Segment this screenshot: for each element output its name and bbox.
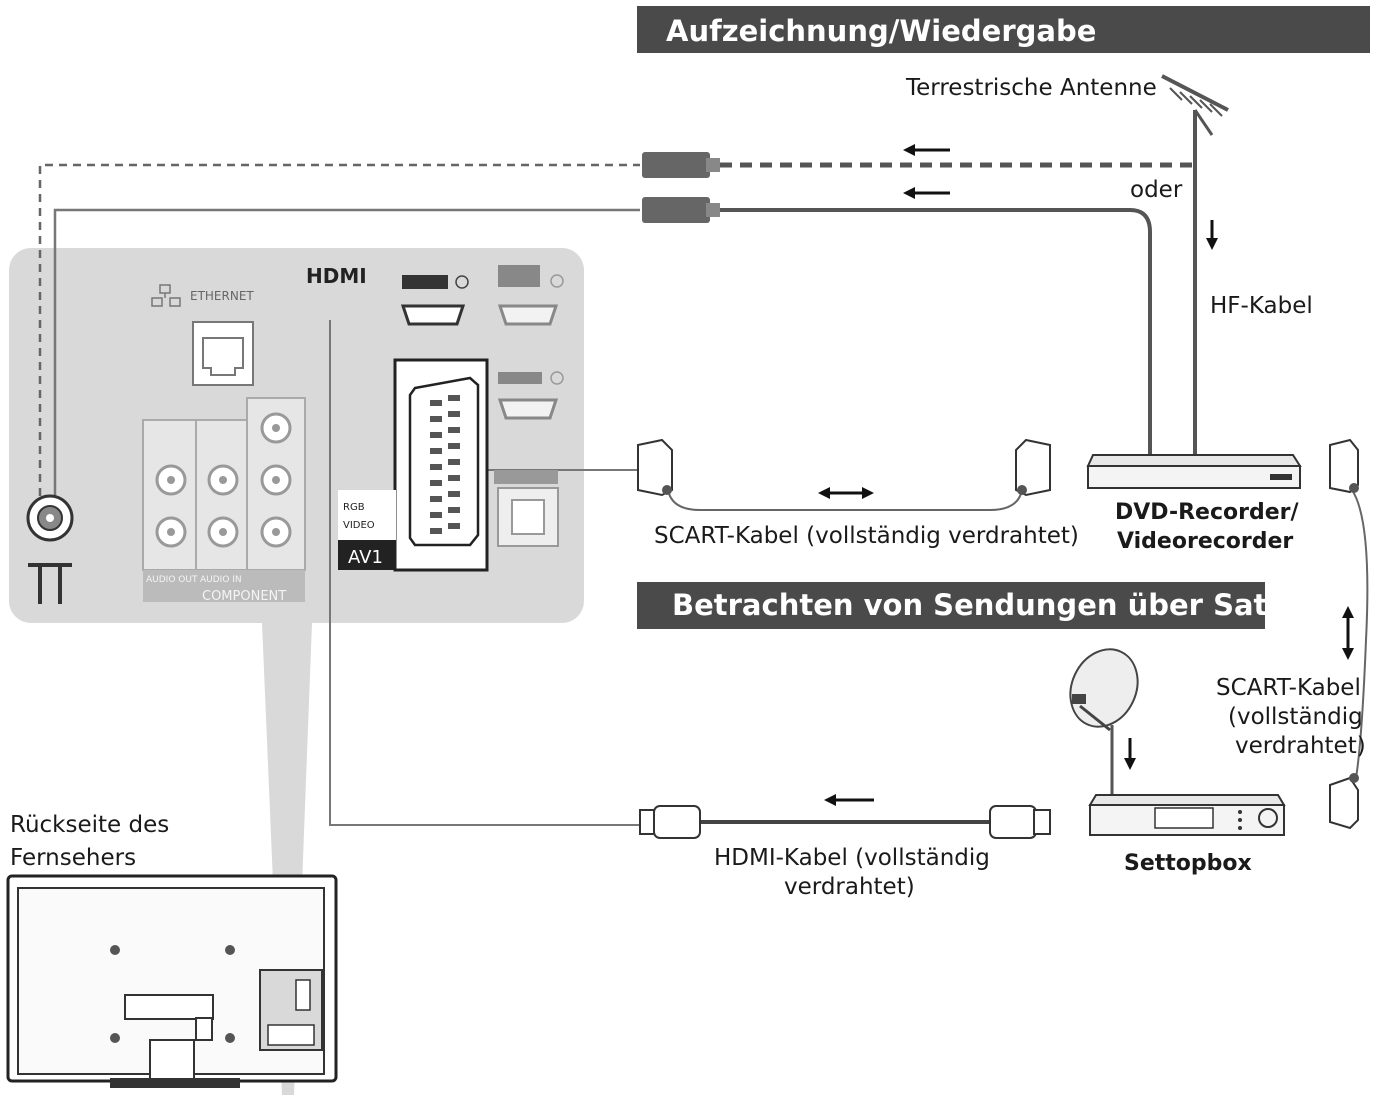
tv-back-label-2: Fernsehers: [10, 845, 136, 871]
hdmi-cable-label-1: HDMI-Kabel (vollständig: [714, 845, 990, 871]
ethernet-icon: [151, 284, 181, 307]
arrow-left-icon: [824, 794, 874, 806]
terrestrial-antenna-icon: [1161, 74, 1229, 455]
scart-pins: [430, 395, 460, 534]
scart-side-label-1: SCART-Kabel: [1216, 675, 1361, 701]
header-recording: Aufzeichnung/Wiedergabe: [637, 6, 1370, 53]
recorder-label-line2: Videorecorder: [1117, 529, 1293, 554]
rf-plug-bottom: [642, 197, 720, 223]
component-label: COMPONENT: [202, 589, 286, 604]
tv-rear-icon: [6, 874, 338, 1088]
satellite-dish-icon: [1069, 648, 1139, 795]
rf-cable-label: HF-Kabel: [1210, 293, 1313, 319]
scart-plug-side-top: [1329, 438, 1359, 494]
header-satellite: Betrachten von Sendungen über Satellit: [637, 582, 1331, 629]
settopbox-label: Settopbox: [1124, 851, 1252, 876]
antenna-symbol-icon: [28, 563, 72, 604]
scart-plug-left: [637, 438, 673, 497]
header-recording-text: Aufzeichnung/Wiedergabe: [666, 14, 1096, 48]
antenna-cable-dashed: [38, 163, 640, 510]
arrow-left-icon: [903, 187, 950, 199]
scart-cable-side: [1351, 489, 1369, 779]
scart-side-label-2: (vollständig: [1228, 704, 1363, 730]
ethernet-label: ETHERNET: [190, 289, 254, 303]
hdmi-cable-label-2: verdrahtet): [784, 874, 915, 900]
zoom-beam: [262, 623, 312, 1095]
scart-side-label-3: verdrahtet): [1235, 733, 1366, 759]
rca-jacks: [155, 412, 292, 548]
scart-cable-label: SCART-Kabel (vollständig verdrahtet): [654, 523, 1079, 549]
optical-audio-port: [494, 470, 559, 547]
header-satellite-text: Betrachten von Sendungen über Satellit: [672, 588, 1331, 622]
rgb-label: RGB: [343, 502, 365, 513]
rf-plug-top: [642, 152, 720, 178]
video-label: VIDEO: [343, 520, 375, 531]
ethernet-port: [192, 321, 254, 386]
scart-cable: [667, 489, 1023, 511]
arrow-down-icon: [1206, 220, 1218, 250]
rf-cable-tv: [53, 208, 640, 510]
hdmi-logo: HDMI: [306, 264, 367, 288]
tv-back-label-1: Rückseite des: [10, 812, 169, 838]
hdmi-plug-right: [989, 805, 1051, 839]
settopbox-icon: [1088, 794, 1286, 836]
audio-in-label: AUDIO IN: [200, 575, 242, 585]
hdmi-port-2: [497, 265, 564, 326]
scart-plug-right: [1015, 438, 1051, 497]
arrow-vertical-bidirectional-icon: [1342, 606, 1354, 660]
arrow-down-icon: [1124, 738, 1136, 770]
hdmi-port-3: [497, 371, 564, 420]
dvd-recorder-icon: [1086, 454, 1302, 489]
arrow-bidirectional-icon: [818, 487, 874, 499]
hdmi-port-1: [400, 275, 469, 326]
arrow-left-icon: [903, 144, 950, 156]
audio-out-label: AUDIO OUT: [146, 575, 198, 585]
hdmi-lead-line: [329, 320, 640, 826]
hdmi-plug-left: [639, 805, 701, 839]
antenna-socket: [26, 494, 74, 542]
scart-plug-side-bottom: [1329, 773, 1359, 830]
av1-label: AV1: [348, 547, 383, 568]
or-label: oder: [1130, 177, 1183, 203]
antenna-label: Terrestrische Antenne: [905, 75, 1157, 101]
rf-cable-recorder: [720, 208, 1152, 455]
recorder-label-line1: DVD-Recorder/: [1115, 500, 1299, 525]
